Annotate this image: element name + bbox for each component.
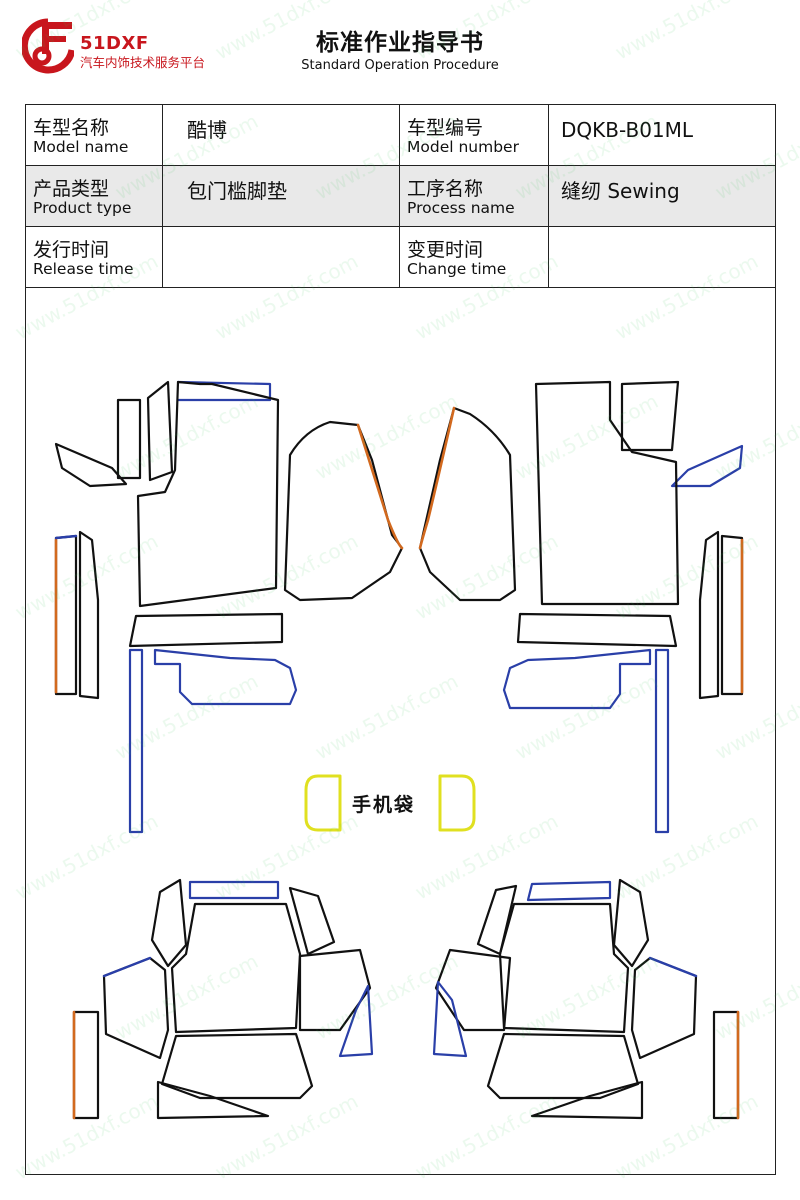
- brand-name: 51DXF: [80, 33, 149, 54]
- pattern-piece: [150, 878, 188, 968]
- pattern-piece: [54, 534, 78, 696]
- pattern-piece: [102, 956, 152, 978]
- pattern-piece: [128, 648, 144, 834]
- title-cn: 标准作业指导书: [316, 30, 484, 56]
- pattern-piece: [432, 980, 468, 1058]
- pattern-piece: [170, 902, 302, 1034]
- product-type-value-cell: 包门槛脚垫: [162, 165, 400, 227]
- change-time-label-cell: 变更时间 Change time: [399, 226, 549, 288]
- pattern-piece: [338, 984, 374, 1058]
- product-type-label-cn: 产品类型: [33, 178, 110, 200]
- pattern-piece: [498, 902, 630, 1034]
- brand-logo-icon: [22, 18, 74, 74]
- pattern-piece: [516, 612, 678, 648]
- pattern-piece: [146, 380, 174, 482]
- pattern-group-top-right: [418, 380, 744, 834]
- phone-pocket-piece-right: [438, 774, 476, 832]
- process-name-label-en: Process name: [407, 199, 515, 217]
- brand: 51DXF 汽车内饰技术服务平台: [80, 34, 205, 72]
- release-time-value-cell: [162, 226, 400, 288]
- phone-pocket-label: 手机袋: [352, 794, 416, 816]
- pattern-piece: [612, 878, 650, 968]
- pattern-piece: [476, 884, 518, 956]
- model-name-label-en: Model name: [33, 138, 129, 156]
- pattern-piece: [530, 1080, 644, 1120]
- title-en: Standard Operation Procedure: [301, 58, 499, 73]
- pattern-piece: [526, 880, 612, 902]
- release-time-label-cell: 发行时间 Release time: [25, 226, 163, 288]
- model-name-label-cell: 车型名称 Model name: [25, 104, 163, 166]
- info-row-time: 发行时间 Release time 变更时间 Change time: [25, 226, 776, 288]
- info-row-product: 产品类型 Product type 包门槛脚垫 工序名称 Process nam…: [25, 165, 776, 227]
- info-row-model: 车型名称 Model name 酷博 车型编号 Model number DQK…: [25, 104, 776, 166]
- product-type-label-en: Product type: [33, 199, 132, 217]
- pattern-piece: [298, 948, 372, 1032]
- process-name-label-cn: 工序名称: [407, 178, 484, 200]
- pattern-piece: [648, 956, 698, 978]
- phone-pocket-group: [304, 774, 476, 832]
- pattern-piece: [72, 1010, 100, 1120]
- pattern-piece: [136, 380, 280, 608]
- brand-subtitle: 汽车内饰技术服务平台: [80, 55, 206, 70]
- pattern-group-top-left: [54, 380, 404, 834]
- pattern-piece: [288, 886, 336, 956]
- change-time-label-cn: 变更时间: [407, 239, 484, 261]
- pattern-piece: [116, 398, 142, 480]
- phone-pocket-piece-left: [304, 774, 342, 832]
- model-name-label-cn: 车型名称: [33, 117, 110, 139]
- pattern-piece: [670, 444, 744, 488]
- pattern-piece: [78, 530, 100, 700]
- pattern-piece: [153, 648, 298, 706]
- product-type-value: 包门槛脚垫: [187, 179, 287, 203]
- release-time-label-en: Release time: [33, 260, 134, 278]
- process-name-value: 缝纫 Sewing: [561, 179, 680, 203]
- pattern-piece: [188, 880, 280, 900]
- pattern-piece: [418, 406, 456, 550]
- change-time-label-en: Change time: [407, 260, 507, 278]
- pattern-piece: [418, 406, 517, 602]
- pattern-group-bottom-right: [432, 878, 740, 1120]
- model-number-value: DQKB-B01ML: [561, 118, 694, 142]
- model-number-label-en: Model number: [407, 138, 519, 156]
- pattern-group-bottom-left: [72, 878, 374, 1120]
- pattern-piece: [698, 530, 720, 700]
- pattern-piece: [502, 648, 652, 710]
- change-time-value-cell: [548, 226, 776, 288]
- pattern-piece: [434, 948, 512, 1032]
- model-number-label-cell: 车型编号 Model number: [399, 104, 549, 166]
- pattern-piece: [720, 534, 744, 696]
- pattern-piece: [712, 1010, 740, 1120]
- product-type-label-cell: 产品类型 Product type: [25, 165, 163, 227]
- pattern-piece: [54, 534, 78, 540]
- pattern-piece: [620, 380, 680, 452]
- pattern-piece: [54, 442, 128, 488]
- document-title: 标准作业指导书 Standard Operation Procedure: [0, 28, 800, 74]
- pattern-piece: [176, 380, 272, 402]
- pattern-piece: [156, 1080, 270, 1120]
- process-name-label-cell: 工序名称 Process name: [399, 165, 549, 227]
- model-name-value-cell: 酷博: [162, 104, 400, 166]
- pattern-piece: [534, 380, 680, 606]
- pattern-piece: [654, 648, 670, 834]
- drawing-frame: [25, 288, 776, 1175]
- release-time-label-cn: 发行时间: [33, 239, 110, 261]
- pattern-piece: [283, 420, 404, 602]
- model-number-label-cn: 车型编号: [407, 117, 484, 139]
- info-table: 车型名称 Model name 酷博 车型编号 Model number DQK…: [25, 104, 776, 288]
- pattern-piece: [356, 423, 404, 550]
- pattern-piece: [128, 612, 284, 648]
- model-name-value: 酷博: [187, 118, 227, 142]
- model-number-value-cell: DQKB-B01ML: [548, 104, 776, 166]
